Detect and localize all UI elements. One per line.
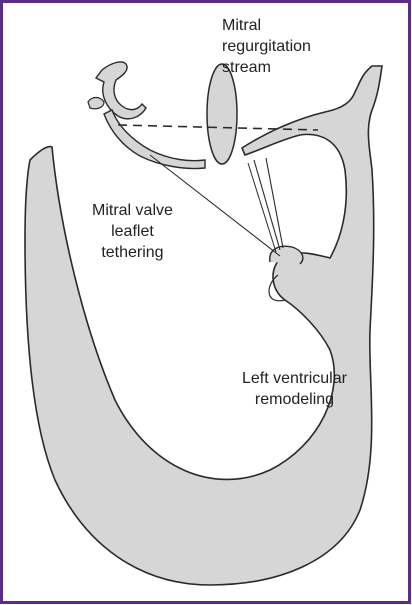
mitral-valve-line-1: Mitral valve (92, 200, 173, 221)
chorda-right-2 (266, 158, 283, 248)
chorda-right-3 (248, 163, 276, 252)
mitral-valve-line-3: tethering (92, 242, 173, 263)
left-atrium-wall (96, 62, 146, 119)
mitral-regurgitation-label: Mitral regurgitation stream (222, 15, 311, 78)
regurgitation-jet (207, 64, 237, 164)
lv-remodeling-line-2: remodeling (242, 389, 347, 410)
anterior-leaflet (104, 110, 205, 169)
mitral-valve-line-2: leaflet (92, 221, 173, 242)
mitral-regurgitation-line-1: Mitral (222, 15, 311, 36)
chorda-right-1 (254, 160, 280, 250)
lv-remodeling-label: Left ventricular remodeling (242, 368, 347, 410)
left-atrial-appendage (88, 98, 104, 109)
mitral-regurgitation-line-2: regurgitation (222, 36, 311, 57)
mitral-regurgitation-line-3: stream (222, 57, 311, 78)
lv-remodeling-line-1: Left ventricular (242, 368, 347, 389)
mitral-valve-leaflet-label: Mitral valve leaflet tethering (92, 200, 173, 263)
left-ventricle-wall (25, 66, 382, 585)
